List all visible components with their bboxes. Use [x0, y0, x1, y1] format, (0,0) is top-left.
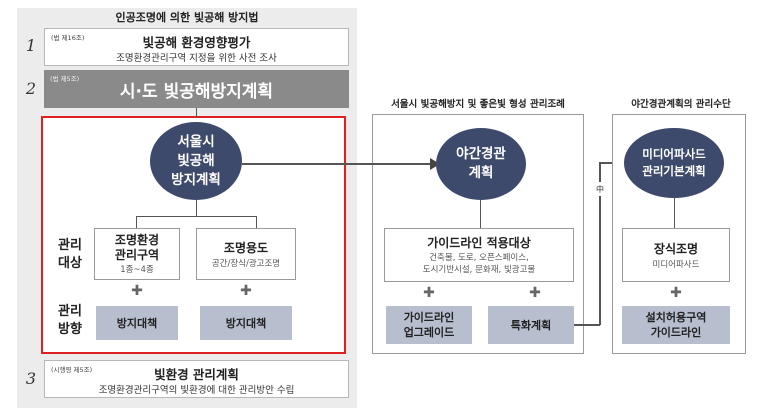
box-line: 가이드라인: [650, 326, 702, 339]
connector-special-right: [574, 324, 600, 326]
plus-icon: ✚: [131, 283, 143, 299]
media-facade-plan-circle: 미디어파사드 관리기본계획: [624, 128, 724, 198]
step3-box: (시행령 제5조) 빛환경 관리계획 조명환경관리구역의 빛환경에 대한 관리방…: [44, 360, 349, 398]
label-line: 대상: [58, 256, 82, 271]
step2-bar: (법 제5조) 시·도 빛공해방지계획: [44, 70, 349, 108]
plus-icon: ✚: [240, 283, 252, 299]
step3-subtitle: 조명환경관리구역의 빛환경에 대한 관리방안 수립: [98, 385, 295, 396]
target1-subtitle: 1종~4종: [120, 265, 154, 275]
step2-tag: (법 제5조): [50, 75, 80, 83]
guideline-target-sub-line: 도시기반시설, 문화재, 빛광고물: [422, 264, 536, 275]
prevention-measure-box-2: 방지대책: [200, 306, 292, 340]
special-plan-box: 특화계획: [488, 306, 574, 344]
decorative-lighting-sub: 미디어파사드: [652, 260, 700, 270]
arrow-head-icon: [430, 158, 440, 170]
circle-line: 미디어파사드: [642, 147, 706, 161]
guideline-target-title: 가이드라인 적용대상: [427, 235, 531, 250]
circle-line: 방지계획: [171, 171, 221, 188]
step-number-2: 2: [25, 78, 37, 98]
decorative-lighting-box: 장식조명 미디어파사드: [622, 228, 730, 282]
lighting-use-box: 조명용도 공간/장식/광고조명: [196, 228, 296, 280]
night-landscape-plan-circle: 야간경관 계획: [436, 128, 526, 200]
connector-media-down: [674, 198, 675, 228]
connector-night-plan-down: [480, 200, 481, 230]
seoul-light-pollution-plan-circle: 서울시 빛공해 방지계획: [150, 122, 242, 200]
decorative-lighting-title: 장식조명: [653, 242, 699, 256]
step-number-3: 3: [25, 368, 37, 388]
connector-circle-down: [196, 196, 197, 216]
circle-line: 서울시: [177, 133, 215, 150]
guideline-target-box: 가이드라인 적용대상 건축물, 도로, 오픈스페이스, 도시기반시설, 문화재,…: [384, 228, 574, 282]
connector-label: 中: [593, 182, 607, 196]
connector-horizontal: [136, 216, 256, 217]
connector-vertical-right: [599, 162, 601, 325]
step1-tag: (법 제16조): [51, 34, 85, 42]
guideline-upgrade-box: 가이드라인 업그레이드: [386, 306, 472, 344]
law-title: 인공조명에 의한 빛공해 방지법: [115, 11, 259, 24]
connector-step2: [196, 108, 197, 118]
target1-title-line: 관리구역: [114, 248, 160, 262]
plus-icon: ✚: [423, 285, 435, 301]
step2-title: 시·도 빛공해방지계획: [119, 81, 274, 102]
circle-line: 빛공해: [177, 152, 215, 169]
label-management-target: 관리 대상: [52, 236, 88, 274]
label-line: 방향: [58, 322, 82, 337]
circle-line: 관리기본계획: [642, 164, 706, 178]
middle-section-title: 서울시 빛공해방지 및 좋은빛 형성 관리조례: [391, 99, 565, 110]
connector-right-drop: [256, 216, 257, 228]
target1-title-line: 조명환경: [114, 233, 160, 247]
right-section-title: 야간경관계획의 관리수단: [631, 99, 731, 110]
arrow-to-night-plan: [242, 163, 434, 165]
guideline-target-sub-line: 건축물, 도로, 오픈스페이스,: [429, 252, 529, 263]
circle-line: 계획: [468, 165, 494, 181]
step-number-1: 1: [25, 35, 37, 55]
label-management-direction: 관리 방향: [52, 302, 88, 340]
step3-tag: (시행령 제5조): [51, 366, 93, 374]
lighting-zone-box: 조명환경 관리구역 1종~4종: [94, 228, 180, 280]
step1-box: (법 제16조) 빛공해 환경영향평가 조명환경관리구역 지정을 위한 사전 조…: [44, 28, 349, 66]
permitted-zone-guideline-box: 설치허용구역 가이드라인: [622, 306, 730, 344]
step1-title: 빛공해 환경영향평가: [142, 34, 251, 50]
step1-subtitle: 조명환경관리구역 지정을 위한 사전 조사: [116, 53, 277, 64]
label-line: 관리: [58, 304, 82, 319]
step3-title: 빛환경 관리계획: [154, 366, 239, 382]
plus-icon: ✚: [670, 285, 682, 301]
connector-left-drop: [136, 216, 137, 228]
connector-to-media: [599, 162, 621, 164]
target2-title: 조명용도: [223, 240, 269, 255]
plus-icon: ✚: [529, 285, 541, 301]
circle-line: 야간경관: [456, 146, 506, 162]
label-line: 관리: [58, 238, 82, 253]
box-line: 업그레이드: [403, 326, 455, 339]
prevention-measure-box-1: 방지대책: [96, 306, 178, 340]
box-line: 가이드라인: [403, 311, 455, 324]
target2-subtitle: 공간/장식/광고조명: [211, 258, 281, 269]
box-line: 설치허용구역: [645, 311, 707, 324]
